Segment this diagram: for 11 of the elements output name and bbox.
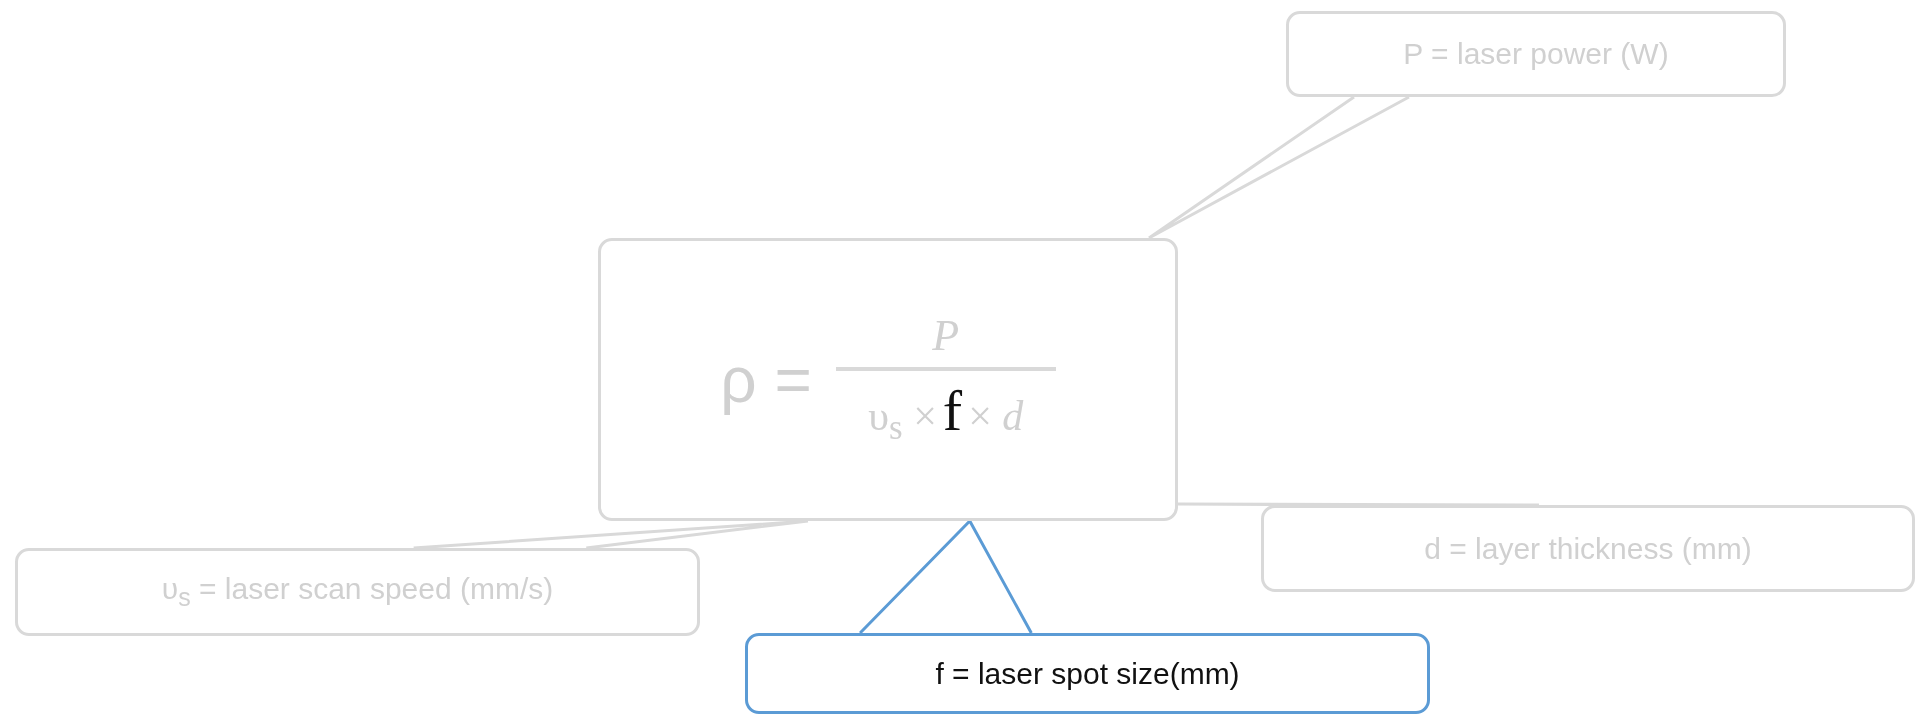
formula-box bbox=[598, 238, 1178, 521]
denominator-term: f bbox=[942, 377, 963, 445]
callout-box bbox=[1286, 11, 1786, 97]
callout-pointer bbox=[1147, 95, 1411, 240]
callout-box bbox=[745, 633, 1430, 714]
callout-box bbox=[1261, 505, 1915, 592]
callout-pointer bbox=[1176, 502, 1541, 507]
callout-box bbox=[15, 548, 700, 636]
callout-pointer bbox=[858, 519, 1033, 635]
callout-pointer bbox=[412, 519, 810, 550]
callout-text: f = laser spot size(mm) bbox=[935, 656, 1240, 691]
